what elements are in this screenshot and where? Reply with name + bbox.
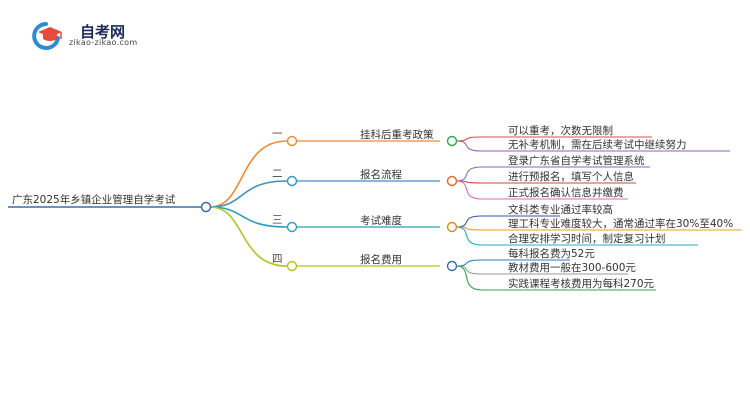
branch-connector: [209, 206, 288, 267]
branch-title[interactable]: 考试难度: [360, 214, 402, 227]
leaf-topic[interactable]: 理工科专业难度较大，通常通过率在30%至40%: [508, 217, 733, 230]
brand-name: 自考网: [80, 23, 126, 41]
branch-title[interactable]: 报名费用: [360, 253, 402, 266]
leaf-topic[interactable]: 每科报名费为52元: [508, 247, 595, 260]
item-connector: [455, 259, 483, 267]
item-connector: [455, 140, 483, 152]
leaf-topic[interactable]: 正式报名确认信息并缴费: [508, 186, 624, 199]
leaf-topic[interactable]: 文科类专业通过率较高: [508, 203, 613, 216]
item-connector: [455, 166, 483, 182]
item-connector: [455, 226, 483, 246]
branch-connector: [209, 206, 288, 228]
graduation-cap-icon: [32, 22, 62, 50]
branch-index: 四: [272, 253, 283, 265]
branch-node: [286, 135, 298, 147]
branch-index: 二: [272, 168, 283, 180]
root-topic[interactable]: 广东2025年乡镇企业管理自学考试: [12, 193, 176, 206]
leaf-topic[interactable]: 无补考机制，需在后续考试中继续努力: [508, 138, 687, 151]
site-logo[interactable]: 自考网 zikao-zikao.com: [30, 18, 150, 52]
branch-connector: [209, 180, 288, 208]
leaf-topic[interactable]: 实践课程考核费用为每科270元: [508, 277, 655, 290]
item-connector: [455, 265, 483, 291]
leaf-topic[interactable]: 可以重考，次数无限制: [508, 124, 613, 137]
branch-title[interactable]: 报名流程: [360, 168, 402, 181]
branch-expand-node[interactable]: [446, 175, 458, 187]
branch-index: 一: [272, 128, 283, 140]
item-connector: [455, 215, 483, 228]
leaf-topic[interactable]: 登录广东省自学考试管理系统: [508, 154, 645, 167]
root-node: [200, 201, 212, 213]
branch-expand-node[interactable]: [446, 260, 458, 272]
item-connector: [455, 265, 483, 275]
leaf-topic[interactable]: 合理安排学习时间，制定复习计划: [508, 232, 666, 245]
branch-expand-node[interactable]: [446, 135, 458, 147]
branch-title[interactable]: 挂科后重考政策: [360, 128, 434, 141]
leaf-topic[interactable]: 进行预报名，填写个人信息: [508, 170, 634, 183]
branch-node: [286, 175, 298, 187]
item-connector: [455, 136, 483, 142]
branch-node: [286, 260, 298, 272]
branch-expand-node[interactable]: [446, 221, 458, 233]
leaf-topic[interactable]: 教材费用一般在300-600元: [508, 261, 636, 274]
branch-index: 三: [272, 214, 283, 226]
item-connector: [455, 180, 483, 200]
branch-connector: [209, 140, 288, 208]
brand-url: zikao-zikao.com: [69, 38, 138, 47]
branch-node: [286, 221, 298, 233]
